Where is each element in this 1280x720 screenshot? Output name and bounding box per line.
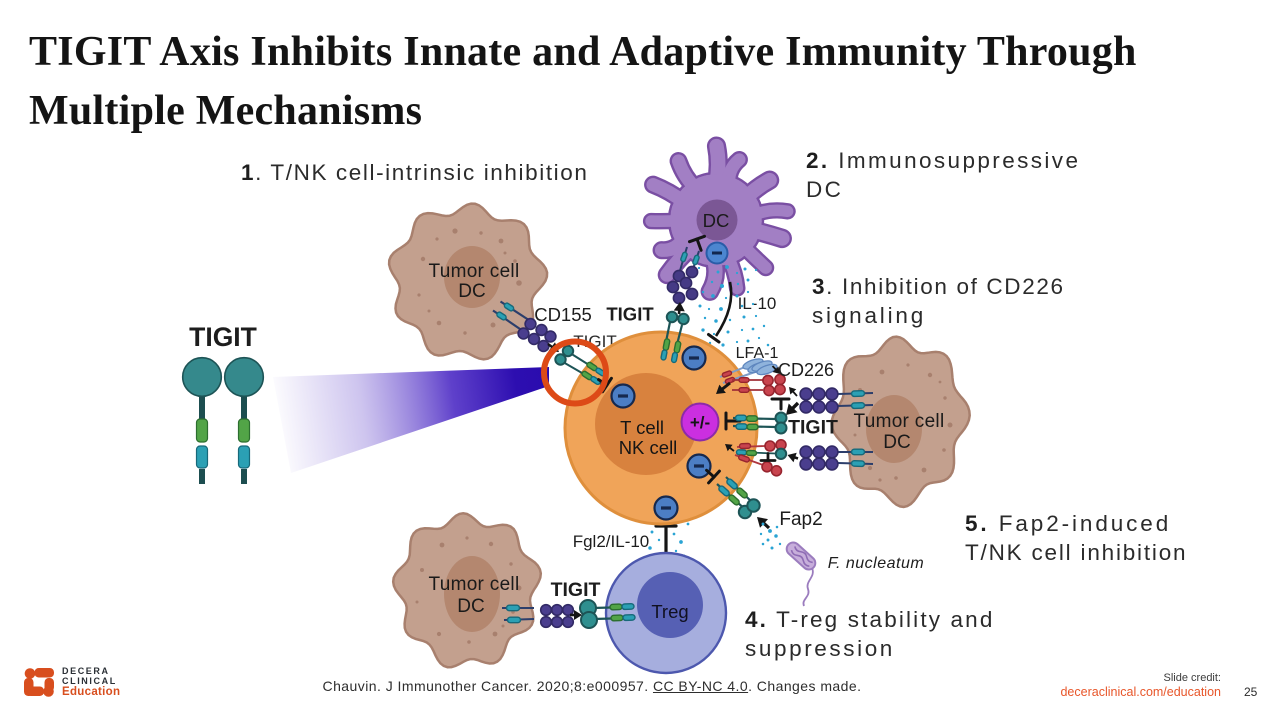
svg-text:TIGIT: TIGIT: [573, 332, 616, 351]
svg-text:Fap2: Fap2: [779, 509, 822, 530]
svg-text:Treg: Treg: [651, 601, 688, 622]
svg-text:Tumor cell: Tumor cell: [429, 574, 520, 595]
svg-text:IL-10: IL-10: [738, 294, 777, 313]
svg-text:NK cell: NK cell: [619, 437, 678, 458]
svg-text:T cell: T cell: [620, 417, 664, 438]
svg-text:DC: DC: [703, 210, 730, 231]
svg-text:Tumor cell: Tumor cell: [429, 261, 520, 282]
svg-text:Fgl2/IL-10: Fgl2/IL-10: [573, 532, 650, 551]
svg-text:DC: DC: [458, 281, 485, 302]
svg-text:+/-: +/-: [690, 413, 710, 432]
svg-text:DC: DC: [883, 432, 910, 453]
svg-text:DC: DC: [457, 596, 484, 617]
svg-text:LFA-1: LFA-1: [736, 345, 779, 362]
svg-text:F. nucleatum: F. nucleatum: [828, 555, 924, 572]
svg-text:CD155: CD155: [534, 304, 592, 325]
svg-text:TIGIT: TIGIT: [606, 304, 654, 325]
svg-text:Tumor cell: Tumor cell: [854, 411, 945, 432]
svg-text:TIGIT: TIGIT: [189, 322, 257, 352]
svg-text:CD226: CD226: [778, 360, 834, 380]
svg-text:TIGIT: TIGIT: [551, 579, 601, 601]
svg-text:TIGIT: TIGIT: [788, 417, 838, 439]
